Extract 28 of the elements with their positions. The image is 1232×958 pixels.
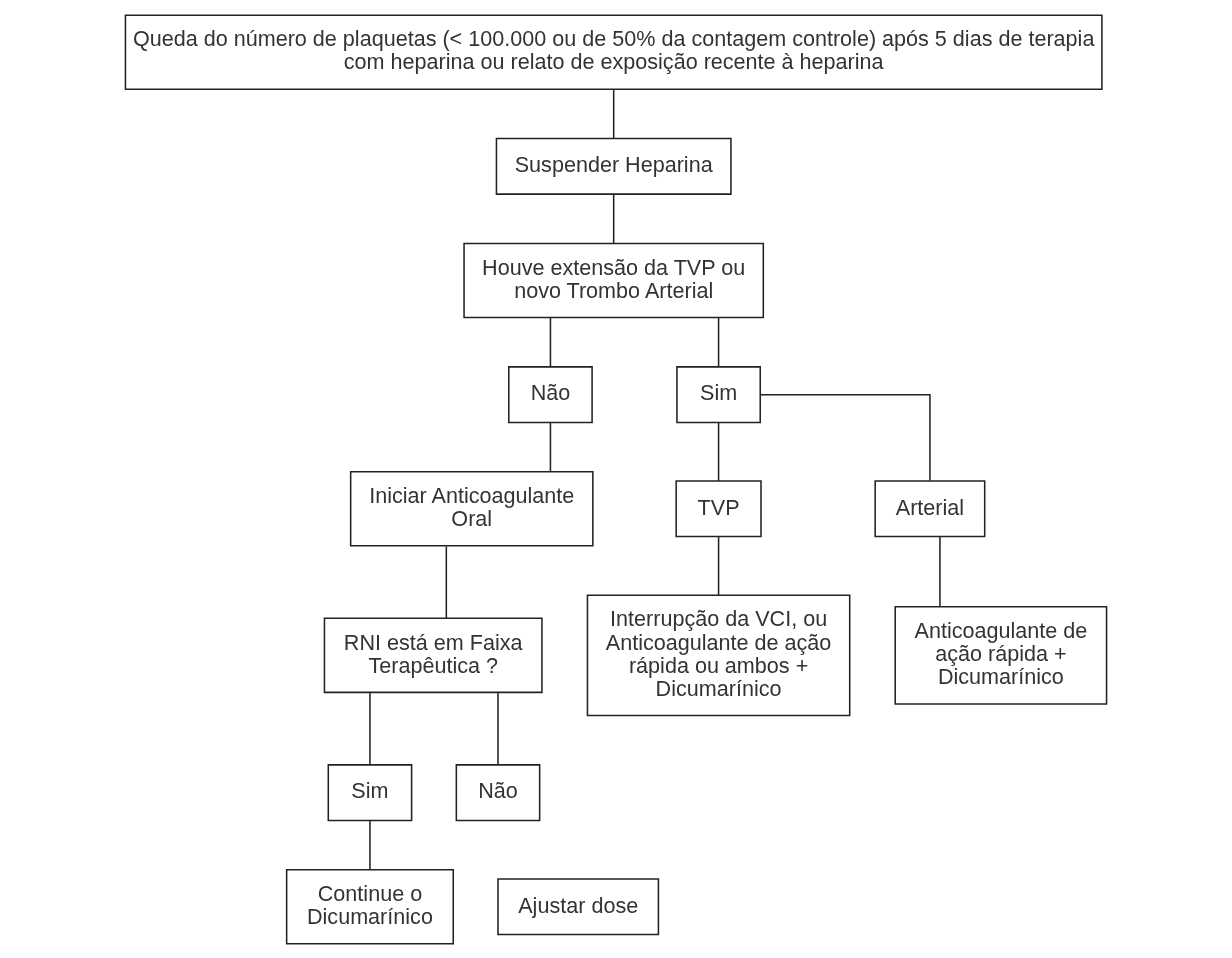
node-box: Sim — [327, 763, 413, 821]
node-box: RNI está em Faixa Terapêutica ? — [323, 617, 543, 693]
connector — [717, 421, 720, 482]
connector — [549, 421, 552, 472]
node-box: Continue o Dicumarínico — [285, 868, 454, 945]
node-box: Interrupção da VCI, ou Anticoagulante de ação rápida ou ambos + Dicumarínico — [586, 593, 851, 716]
node-box: Não — [508, 365, 593, 423]
node-box: TVP — [675, 479, 762, 537]
node-box: Arterial — [874, 479, 986, 537]
connector — [717, 535, 720, 596]
connector — [445, 545, 448, 619]
node-box: Iniciar Anticoagulante Oral — [349, 470, 594, 547]
node-box: Ajustar dose — [497, 877, 660, 935]
connector — [717, 316, 720, 367]
connector — [549, 316, 552, 367]
node-box: Sim — [676, 365, 761, 423]
connector — [939, 535, 941, 607]
connector — [369, 819, 371, 870]
connector — [759, 393, 931, 481]
connector — [612, 193, 615, 244]
connector — [497, 691, 499, 766]
node-box: Não — [455, 763, 541, 821]
node-box: Suspender Heparina — [495, 137, 732, 195]
node-box: Anticoagulante de ação rápida + Dicumarínico — [894, 605, 1108, 705]
node-box: Houve extensão da TVP ou novo Trombo Arterial — [463, 242, 765, 318]
node-box: Queda do número de plaquetas (< 100.000 ou de 50% da contagem controle) após 5 dias de terapia com heparina ou relato de exposição recente à heparina — [124, 13, 1103, 90]
connector — [612, 88, 615, 139]
connector — [369, 691, 371, 766]
